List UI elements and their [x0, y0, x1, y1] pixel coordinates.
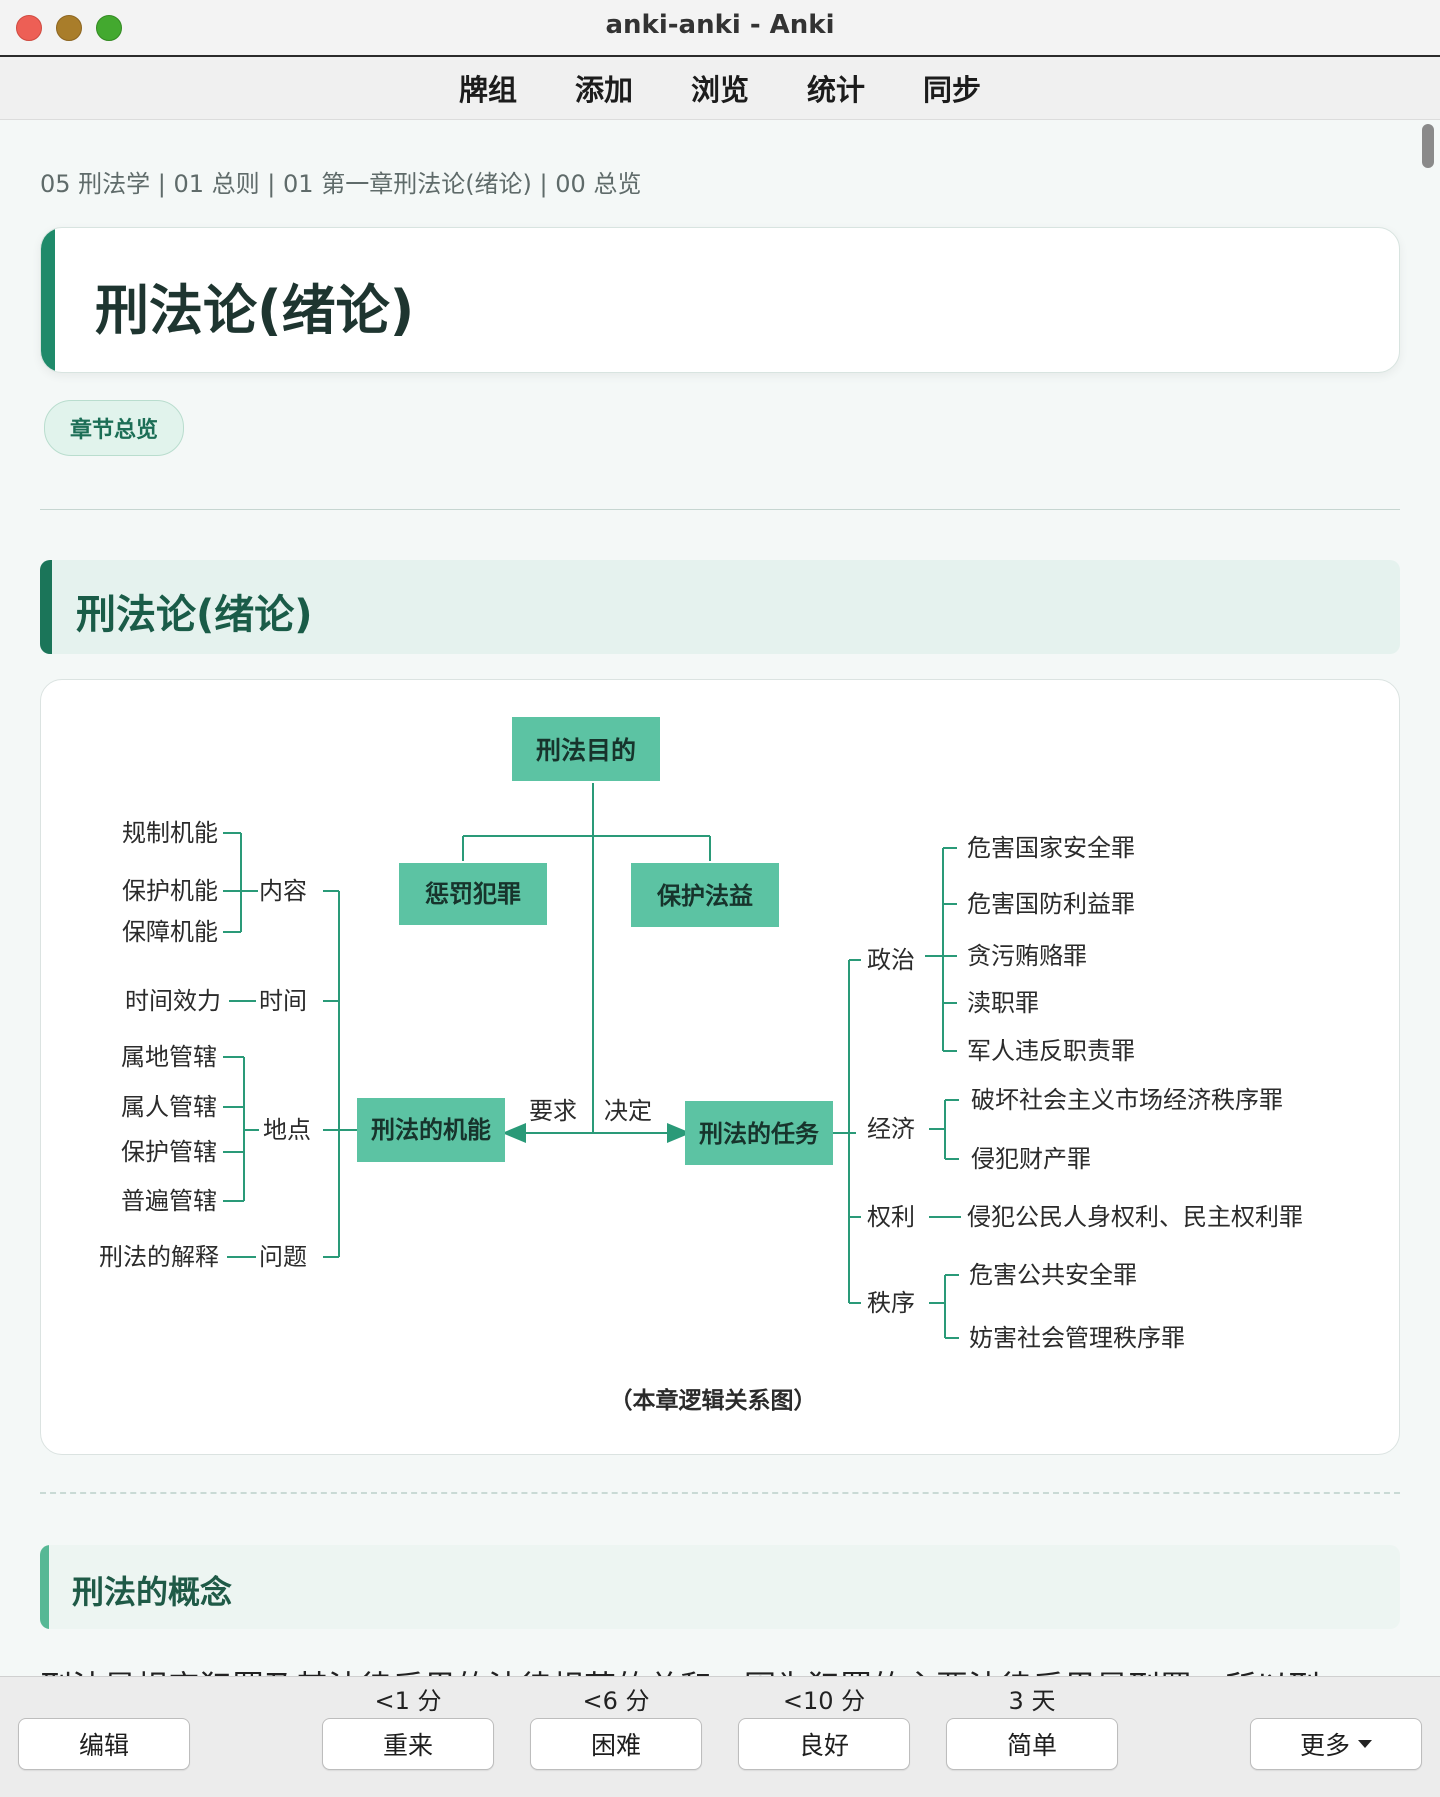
diagram-caption: （本章逻辑关系图） — [610, 1387, 817, 1414]
subsection-heading: 刑法的概念 — [40, 1545, 1400, 1629]
left-group-label: 地点 — [263, 1116, 311, 1144]
body-text: 刑法是规定犯罪及其法律后果的法律规范的总和。因为犯罪的主要法律后果是刑罚，所以刑 — [40, 1656, 1400, 1676]
right-item: 侵犯财产罪 — [971, 1145, 1091, 1173]
diagram-card: 刑法目的 惩罚犯罪 保护法益 刑法的机能 刑法的任务 要求 决定 规制机能 保护… — [40, 679, 1400, 1455]
window-titlebar: anki-anki - Anki — [0, 0, 1440, 57]
good-interval: <10 分 — [782, 1687, 866, 1715]
right-item: 危害国家安全罪 — [967, 834, 1135, 862]
left-item: 时间效力 — [125, 987, 221, 1015]
again-interval: <1 分 — [374, 1687, 442, 1715]
subsection-title: 刑法的概念 — [72, 1573, 233, 1611]
purpose-box-label: 刑法目的 — [536, 736, 636, 765]
left-group-label: 问题 — [259, 1243, 307, 1271]
section-title: 刑法论(绪论) — [76, 592, 313, 638]
hard-button[interactable]: 困难 — [530, 1718, 702, 1770]
right-group-label: 权利 — [867, 1203, 915, 1231]
protect-interest-box — [631, 863, 779, 927]
task-box-label: 刑法的任务 — [699, 1120, 820, 1148]
arrow-label-require: 要求 — [529, 1097, 577, 1125]
section-heading: 刑法论(绪论) — [40, 560, 1400, 654]
toolbar-add-link[interactable]: 添加 — [574, 73, 633, 107]
diagram-connectors — [223, 783, 961, 1339]
right-item: 侵犯公民人身权利、民主权利罪 — [967, 1203, 1303, 1231]
right-item: 渎职罪 — [967, 989, 1039, 1017]
hard-interval: <6 分 — [582, 1687, 650, 1715]
left-item: 保护管辖 — [121, 1138, 217, 1166]
card-title: 刑法论(绪论) — [95, 279, 415, 342]
left-item: 属地管辖 — [121, 1043, 217, 1071]
function-box-label: 刑法的机能 — [371, 1116, 491, 1144]
toolbar-browse-link[interactable]: 浏览 — [690, 73, 749, 107]
arrow-label-determine: 决定 — [604, 1097, 652, 1125]
right-group-label: 秩序 — [867, 1289, 915, 1317]
left-item: 保障机能 — [122, 918, 218, 946]
window-title: anki-anki - Anki — [605, 10, 835, 40]
toolbar-decks-link[interactable]: 牌组 — [458, 73, 517, 107]
zoom-window-button[interactable] — [96, 15, 122, 41]
right-item: 危害国防利益罪 — [967, 890, 1135, 918]
protect-interest-label: 保护法益 — [656, 882, 753, 910]
card-title-box: 刑法论(绪论) — [40, 227, 1400, 373]
chevron-down-icon — [1358, 1740, 1372, 1748]
title-accent-bar — [41, 228, 55, 372]
chapter-overview-badge: 章节总览 — [44, 400, 184, 456]
more-button-label: 更多 — [1299, 1731, 1350, 1760]
right-item: 妨害社会管理秩序罪 — [969, 1324, 1185, 1352]
right-item: 军人违反职责罪 — [967, 1037, 1135, 1065]
subsection-accent-bar — [40, 1545, 49, 1629]
left-item: 规制机能 — [122, 819, 218, 847]
task-box — [685, 1101, 833, 1165]
minimize-window-button[interactable] — [56, 15, 82, 41]
main-toolbar: 牌组 添加 浏览 统计 同步 — [0, 57, 1440, 120]
punish-crime-box — [399, 863, 547, 925]
easy-interval: 3 天 — [1008, 1687, 1056, 1715]
left-group-label: 时间 — [259, 987, 307, 1015]
right-item: 贪污贿赂罪 — [967, 942, 1087, 970]
toolbar-stats-link[interactable]: 统计 — [807, 73, 866, 107]
function-box — [357, 1098, 505, 1162]
left-item: 普遍管辖 — [121, 1187, 217, 1215]
right-group-label: 政治 — [867, 946, 915, 974]
again-button[interactable]: 重来 — [322, 1718, 494, 1770]
logic-diagram: 刑法目的 惩罚犯罪 保护法益 刑法的机能 刑法的任务 要求 决定 规制机能 保护… — [99, 717, 1303, 1414]
right-group-label: 经济 — [867, 1115, 915, 1143]
good-button[interactable]: 良好 — [738, 1718, 910, 1770]
breadcrumb: 05 刑法学 | 01 总则 | 01 第一章刑法论(绪论) | 00 总览 — [40, 170, 642, 198]
edit-button[interactable]: 编辑 — [18, 1718, 190, 1770]
section-accent-bar — [40, 560, 52, 654]
right-item: 破坏社会主义市场经济秩序罪 — [971, 1086, 1283, 1114]
dashed-divider — [40, 1492, 1400, 1494]
easy-button[interactable]: 简单 — [946, 1718, 1118, 1770]
review-bottom-bar: 编辑 <1 分 重来 <6 分 困难 <10 分 良好 3 天 简单 更多 — [0, 1676, 1440, 1797]
purpose-box — [512, 717, 660, 781]
scrollbar-thumb[interactable] — [1422, 124, 1434, 168]
left-group-label: 内容 — [259, 877, 307, 905]
close-window-button[interactable] — [16, 15, 42, 41]
left-item: 保护机能 — [122, 877, 218, 905]
toolbar-sync-link[interactable]: 同步 — [923, 73, 982, 107]
punish-crime-label: 惩罚犯罪 — [425, 880, 521, 908]
left-item: 属人管辖 — [121, 1093, 217, 1121]
right-item: 危害公共安全罪 — [969, 1261, 1137, 1289]
left-item: 刑法的解释 — [99, 1243, 219, 1271]
divider — [40, 509, 1400, 510]
more-button[interactable]: 更多 — [1250, 1718, 1422, 1770]
